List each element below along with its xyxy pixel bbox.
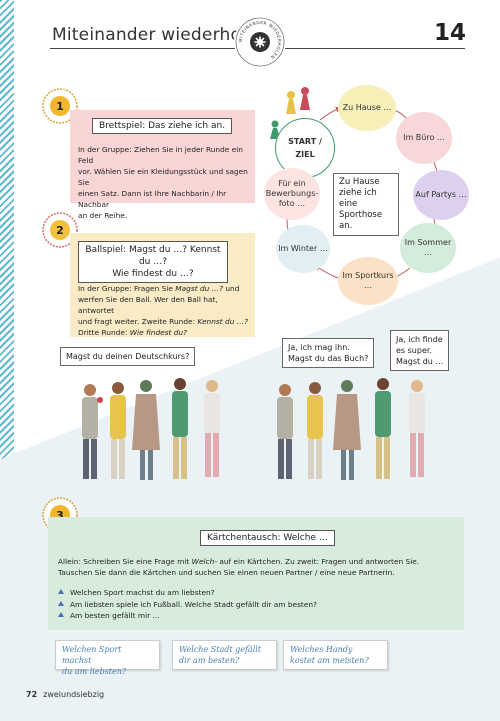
board-field-sportkurs: Im Sportkurs …	[338, 257, 398, 305]
people-group-left-illustration	[82, 378, 220, 480]
text: Tauschen Sie dann die Kärtchen und suche…	[58, 568, 395, 577]
station-1-line: an der Reihe.	[78, 211, 128, 220]
bubble-text: es super.	[396, 346, 432, 355]
list-text: Welchen Sport machst du am liebsten?	[70, 588, 215, 597]
field-text: Für ein	[278, 179, 306, 188]
text: In der Gruppe: Fragen Sie	[78, 284, 176, 293]
repeat-seal-icon: MITEINANDER WIEDERHOLEN	[234, 16, 286, 68]
start-text: START /	[288, 136, 322, 146]
station-1-line: einen Satz. Dann ist Ihre Nachbarin / Ih…	[78, 189, 227, 209]
bubble-text: Zu Hause	[339, 177, 380, 187]
station-1-line: In der Gruppe: Ziehen Sie in jeder Runde…	[78, 145, 243, 165]
text-em: Welch-	[191, 557, 217, 566]
text-em: Kennst du …?	[197, 317, 249, 326]
board-example-bubble: Zu Hause ziehe ich eine Sporthose an.	[333, 173, 399, 236]
people-group-right-illustration	[277, 378, 425, 480]
note-text: Welches Handy	[290, 645, 353, 654]
station-2-label: Ballspiel: Magst du …? Kennst du …? Wie …	[78, 241, 228, 283]
side-stripe	[0, 0, 14, 721]
bubble-text: Ja, ich finde	[396, 335, 443, 344]
field-text: Bewerbungs-	[265, 189, 319, 198]
station-2-label-line: Ballspiel: Magst du …? Kennst du …?	[85, 245, 221, 267]
station-3-example-list: Welchen Sport machst du am liebsten? Am …	[58, 587, 317, 622]
station-2-instructions: In der Gruppe: Fragen Sie Magst du …? un…	[78, 283, 253, 338]
bubble-text: Sporthose an.	[339, 210, 383, 231]
field-text: foto …	[278, 199, 306, 208]
note-card-2: Welche Stadt gefällt dir am besten?	[172, 640, 277, 670]
text: Dritte Runde:	[78, 328, 130, 337]
list-item: Am besten gefällt mir …	[58, 610, 317, 622]
board-field-zuhause: Zu Hause …	[338, 85, 396, 131]
board-field-sommer: Im Sommer …	[400, 223, 456, 273]
bubble-text: Magst du das Buch?	[288, 354, 369, 363]
station-badge-2: 2	[42, 212, 78, 248]
list-text: Am besten gefällt mir …	[70, 611, 160, 620]
station-1-instructions: In der Gruppe: Ziehen Sie in jeder Runde…	[78, 144, 253, 221]
station-number-1: 1	[56, 100, 64, 113]
board-field-winter: Im Winter …	[276, 225, 330, 273]
note-text: Welche Stadt gefällt	[179, 645, 262, 654]
station-3-label: Kärtchentausch: Welche …	[200, 530, 335, 546]
station-number-2: 2	[56, 224, 64, 237]
speech-bubble-right-1: Ja, ich mag ihn. Magst du das Buch?	[282, 338, 375, 368]
speech-bubble-right-2: Ja, ich finde es super. Magst du …	[390, 330, 450, 371]
page-title: Miteinander wiederholen	[52, 25, 268, 45]
page-number: 72	[26, 690, 38, 699]
station-2-label-line: Wie findest du …?	[112, 269, 194, 279]
list-item: Am liebsten spiele ich Fußball. Welche S…	[58, 599, 317, 611]
note-text: dir am besten?	[179, 656, 240, 665]
text-em: Magst du …?	[175, 284, 223, 293]
text: werfen Sie den Ball. Wer den Ball hat, a…	[78, 295, 218, 315]
page-number-word: zweiundsiebzig	[43, 690, 105, 699]
station-3-instructions: Allein: Schreiben Sie eine Frage mit Wel…	[58, 556, 458, 578]
bubble-text: Magst du …	[396, 357, 444, 366]
start-text: ZIEL	[295, 149, 315, 159]
station-number-3: 3	[56, 509, 64, 522]
chapter-number: 14	[434, 20, 467, 46]
list-text: Am liebsten spiele ich Fußball. Welche S…	[70, 599, 317, 609]
triangle-icon	[58, 589, 64, 594]
list-item: Welchen Sport machst du am liebsten?	[58, 587, 317, 599]
text: Allein: Schreiben Sie eine Frage mit	[58, 557, 192, 566]
triangle-icon	[58, 612, 64, 617]
note-text: Welchen Sport machst	[62, 645, 122, 665]
board-field-bewerbungsfoto: Für ein Bewerbungs- foto …	[264, 168, 320, 220]
speech-bubble-left: Magst du deinen Deutschkurs?	[60, 347, 196, 366]
text: und	[223, 284, 240, 293]
bubble-text: ziehe ich eine	[339, 188, 377, 209]
note-card-1: Welchen Sport machst du am liebsten?	[55, 640, 160, 676]
board-field-buero: Im Büro …	[396, 112, 452, 164]
station-1-line: vor. Wählen Sie ein Kleidungsstück und s…	[78, 167, 248, 187]
game-pieces-icon	[286, 87, 310, 114]
bubble-text: Ja, ich mag ihn.	[288, 343, 350, 352]
station-1-label: Brettspiel: Das ziehe ich an.	[92, 118, 233, 134]
board-field-partys: Auf Partys …	[413, 170, 469, 220]
station-badge-1: 1	[42, 88, 78, 124]
page-footer: 72 zweiundsiebzig	[26, 690, 104, 699]
note-text: du am liebsten?	[62, 667, 127, 676]
text: auf ein Kärtchen. Zu zweit: Fragen und a…	[217, 557, 420, 566]
text: und fragt weiter. Zweite Runde:	[78, 317, 198, 326]
text-em: Wie findest du?	[129, 328, 188, 337]
note-card-3: Welches Handy kostet am meisten?	[283, 640, 388, 670]
triangle-icon	[58, 600, 64, 606]
note-text: kostet am meisten?	[290, 656, 369, 665]
